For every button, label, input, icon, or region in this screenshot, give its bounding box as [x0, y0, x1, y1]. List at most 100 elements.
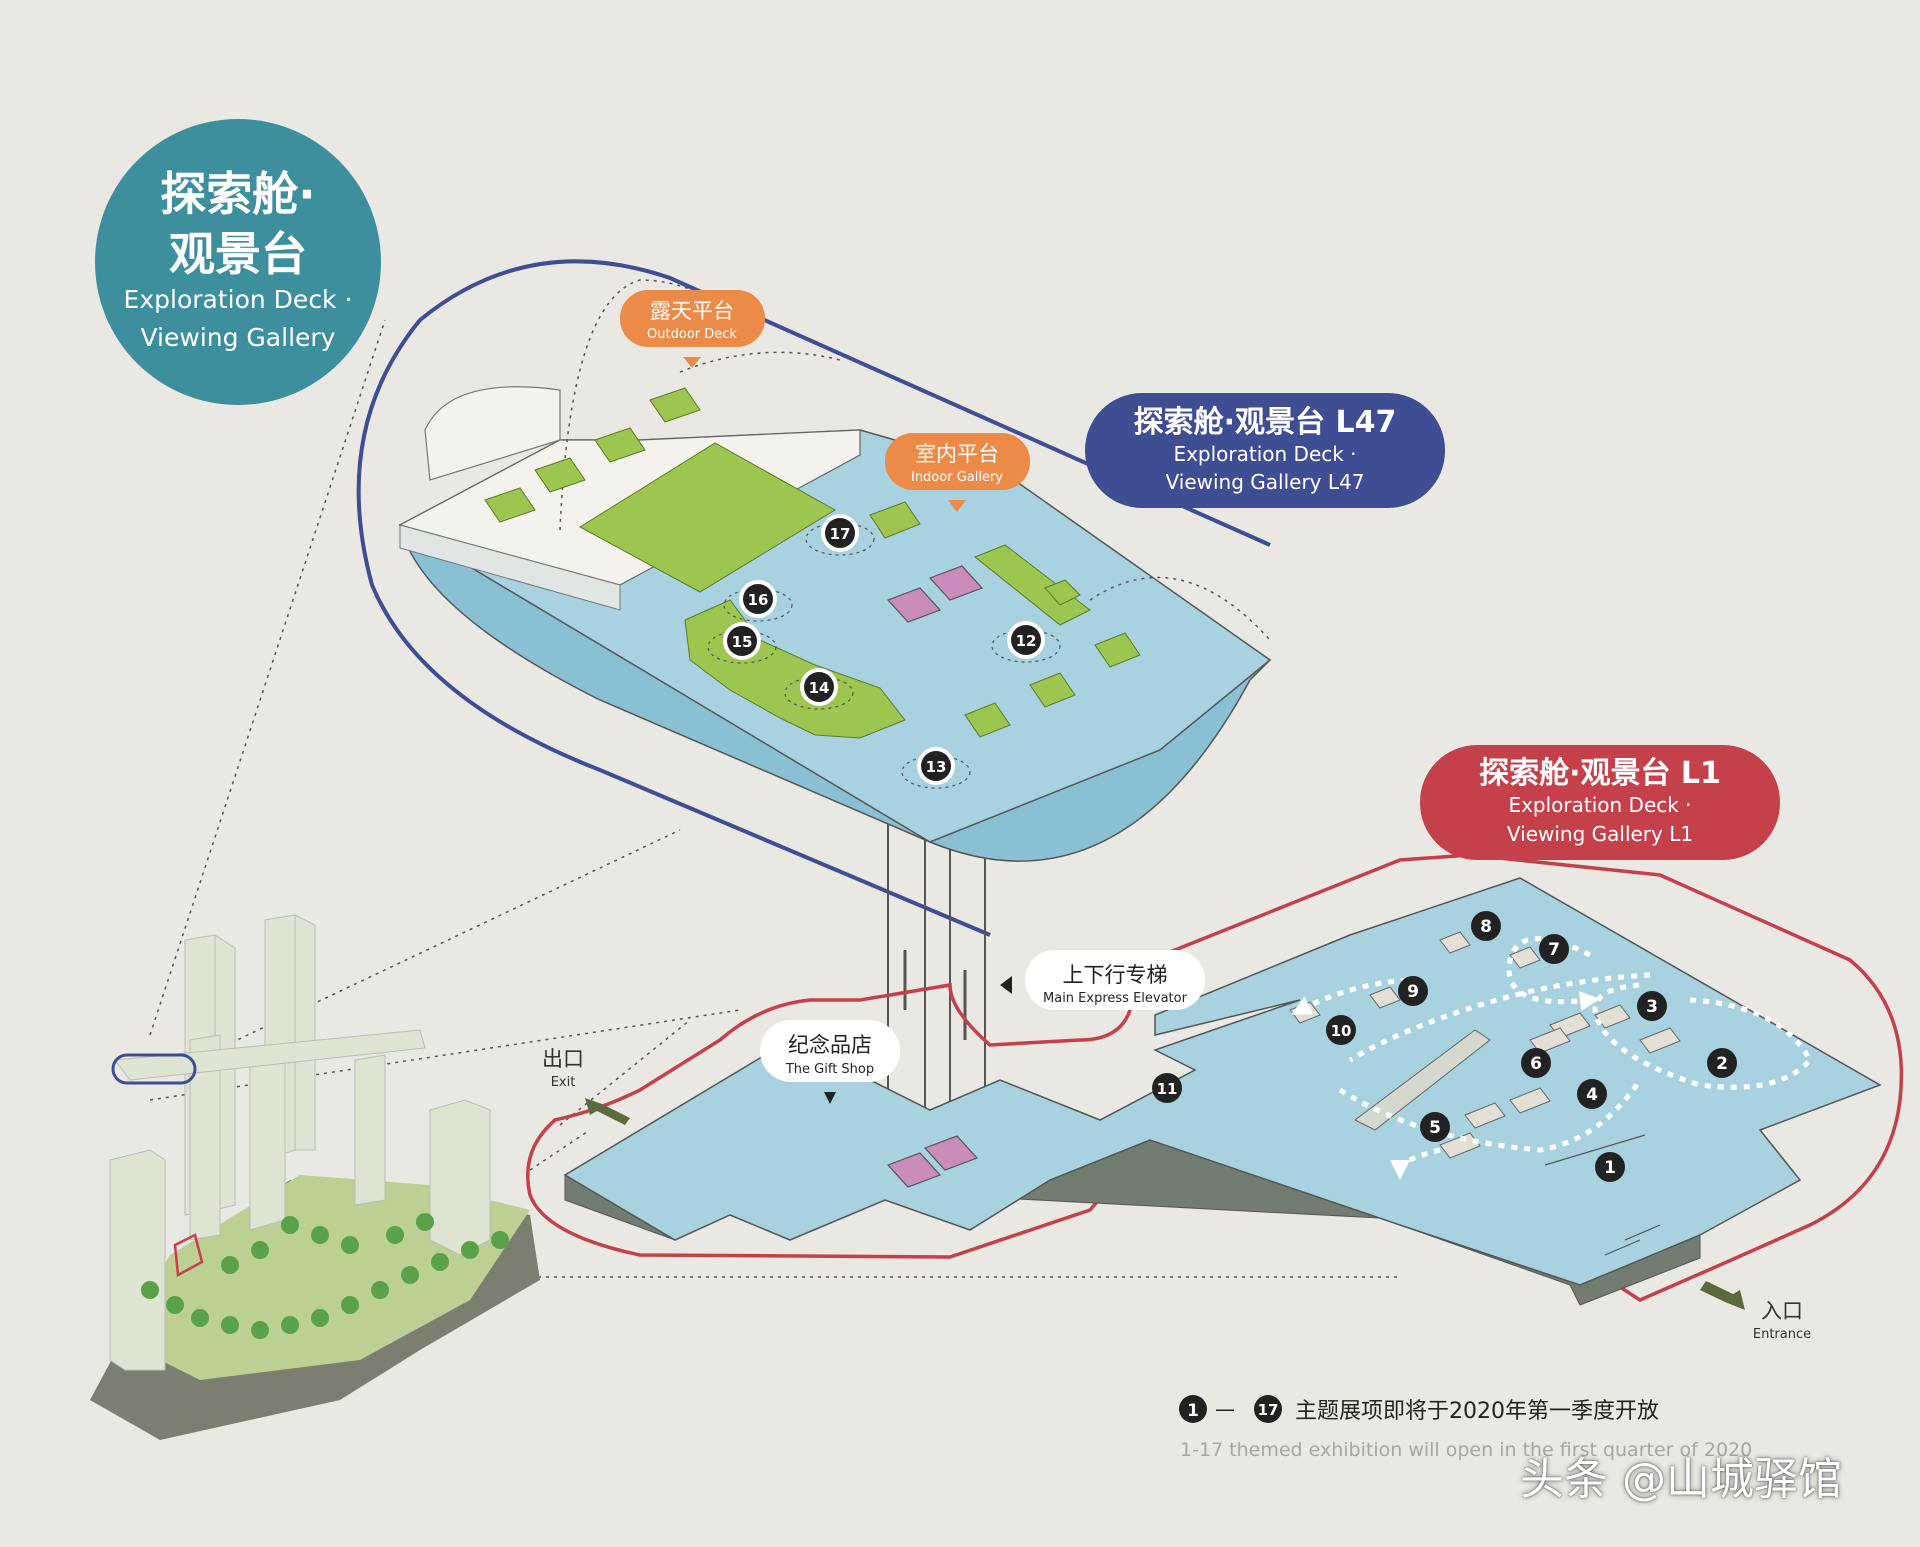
- legend-end-marker: [1254, 1395, 1282, 1423]
- gift-shop-pointer: [824, 1092, 836, 1104]
- indoor-gallery-en: Indoor Gallery: [911, 470, 1003, 485]
- main-badge-zh-line2: 观景台: [169, 227, 307, 281]
- exhibit-marker-4: 4: [1577, 1079, 1607, 1109]
- exhibit-marker-circle: [1398, 976, 1428, 1006]
- main-badge-en-line1: Exploration Deck ·: [124, 285, 353, 314]
- exhibit-marker-number: 13: [926, 758, 947, 776]
- outdoor-deck-en: Outdoor Deck: [647, 327, 737, 342]
- exhibit-marker-17: 17: [805, 514, 875, 556]
- l1-route-outline: [526, 853, 1904, 1302]
- exhibit-marker-number: 16: [748, 591, 769, 609]
- exhibit-marker-15: 15: [707, 622, 777, 664]
- exhibit-marker-circle: [1011, 625, 1041, 655]
- exhibit-marker-7: 7: [1539, 934, 1569, 964]
- main-badge-circle: [95, 119, 381, 405]
- exit-arrow-icon: [585, 1098, 630, 1125]
- l1-label-en-line1: Exploration Deck ·: [1508, 793, 1691, 817]
- entrance-marker: 入口 Entrance: [1700, 1281, 1811, 1342]
- indoor-gallery-pill: [885, 433, 1030, 490]
- exhibit-marker-8: 8: [1471, 911, 1501, 941]
- exhibit-marker-number: 12: [1016, 632, 1037, 650]
- gift-shop-zh: 纪念品店: [788, 1033, 872, 1057]
- exhibit-marker-number: 3: [1646, 997, 1658, 1017]
- indoor-gallery-pointer: [948, 500, 966, 512]
- skybridge: [114, 1029, 426, 1081]
- l47-label-en-line2: Viewing Gallery L47: [1166, 470, 1365, 494]
- indoor-gallery-zh: 室内平台: [915, 442, 999, 466]
- outdoor-deck-zh: 露天平台: [650, 299, 734, 323]
- exhibit-marker-circle: [1577, 1079, 1607, 1109]
- outdoor-deck-tag: 露天平台 Outdoor Deck: [620, 290, 765, 368]
- elevator-en: Main Express Elevator: [1043, 991, 1188, 1006]
- legend-en: 1-17 themed exhibition will open in the …: [1180, 1439, 1752, 1461]
- exhibit-marker-11: 11: [1152, 1073, 1182, 1103]
- l1-label-pill: [1420, 745, 1780, 860]
- exhibit-marker-number: 15: [732, 633, 753, 651]
- l47-elevator-cars: [886, 565, 984, 623]
- ship-model: [1354, 1029, 1491, 1131]
- exhibit-marker-circle: [1637, 991, 1667, 1021]
- exhibit-marker-circle: [1420, 1112, 1450, 1142]
- tower-cluster: [90, 914, 540, 1440]
- exhibit-marker-number: 17: [830, 525, 851, 543]
- elevator-zh: 上下行专梯: [1063, 963, 1168, 987]
- exhibit-marker-9: 9: [1398, 976, 1428, 1006]
- exit-zh: 出口: [542, 1047, 584, 1071]
- exhibit-marker-12: 12: [991, 621, 1061, 663]
- exhibit-marker-circle: [1326, 1015, 1356, 1045]
- exhibit-marker-3: 3: [1637, 991, 1667, 1021]
- exhibit-marker-circle: [1471, 911, 1501, 941]
- tower-blocks: [109, 914, 491, 1371]
- watermark: 头条 @山城驿馆: [1520, 1454, 1842, 1505]
- legend-start-number: 1: [1187, 1401, 1199, 1421]
- legend-start-marker: [1179, 1395, 1207, 1423]
- elevator-tag: 上下行专梯 Main Express Elevator: [1000, 950, 1205, 1010]
- l1-elevator-cars: [886, 1135, 979, 1188]
- legend-end-number: 17: [1258, 1401, 1279, 1419]
- exhibit-marker-circle: [743, 584, 773, 614]
- exhibit-marker-5: 5: [1420, 1112, 1450, 1142]
- gift-shop-tag: 纪念品店 The Gift Shop: [760, 1020, 900, 1104]
- exhibit-marker-10: 10: [1326, 1015, 1356, 1045]
- elevator-pill: [1025, 950, 1205, 1010]
- exhibit-marker-circle: [1707, 1048, 1737, 1078]
- exhibit-marker-circle: [1152, 1073, 1182, 1103]
- exhibit-marker-number: 2: [1716, 1054, 1728, 1074]
- exhibit-marker-number: 11: [1157, 1080, 1178, 1098]
- exhibit-marker-number: 10: [1331, 1022, 1352, 1040]
- l47-capsule-outline: [356, 259, 1271, 937]
- entrance-highlight: [173, 1233, 204, 1277]
- legend: 1 — 17 主题展项即将于2020年第一季度开放 1-17 themed ex…: [1179, 1395, 1752, 1461]
- outdoor-deck-pill: [620, 290, 765, 347]
- l47-deck: [398, 279, 1272, 862]
- exhibit-marker-circle: [825, 518, 855, 548]
- l47-label-en-line1: Exploration Deck ·: [1173, 442, 1356, 466]
- l1-label-zh: 探索舱·观景台 L1: [1479, 756, 1721, 791]
- exhibit-marker-number: 5: [1429, 1118, 1441, 1138]
- tower-trees: [141, 1213, 509, 1339]
- l47-label-pill: [1085, 393, 1445, 508]
- main-badge-zh-line1: 探索舱·: [160, 167, 315, 221]
- l1-floor-surface: [563, 877, 1882, 1286]
- gift-shop-pill: [760, 1020, 900, 1082]
- exhibit-marker-6: 6: [1521, 1048, 1551, 1078]
- l1-floor: [563, 877, 1882, 1306]
- exhibit-marker-16: 16: [723, 580, 793, 622]
- exhibit-marker-circle: [921, 751, 951, 781]
- exhibit-marker-number: 1: [1604, 1158, 1616, 1178]
- l1-label: 探索舱·观景台 L1 Exploration Deck · Viewing Ga…: [1420, 745, 1780, 860]
- exhibit-marker-circle: [1539, 934, 1569, 964]
- exhibit-marker-number: 7: [1548, 940, 1560, 960]
- exhibit-marker-13: 13: [901, 747, 971, 789]
- entrance-arrow-icon: [1700, 1281, 1745, 1310]
- outdoor-deck-pointer: [683, 357, 701, 368]
- exhibit-marker-circle: [1521, 1048, 1551, 1078]
- entrance-en: Entrance: [1753, 1327, 1811, 1342]
- exhibit-marker-number: 14: [809, 679, 830, 697]
- exhibit-marker-2: 2: [1707, 1048, 1737, 1078]
- exhibit-marker-14: 14: [784, 668, 854, 710]
- exhibit-marker-number: 4: [1586, 1085, 1598, 1105]
- l1-label-en-line2: Viewing Gallery L1: [1507, 822, 1693, 846]
